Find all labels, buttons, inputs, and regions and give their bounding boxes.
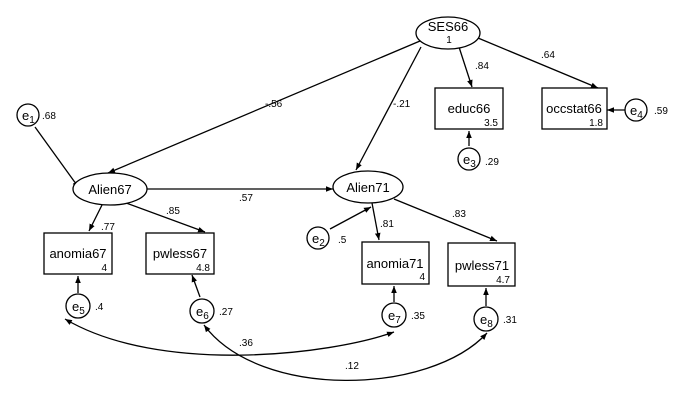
anomia71-label: anomia71 xyxy=(366,256,423,271)
e8-variance: .31 xyxy=(503,315,517,326)
observed-educ66: educ66 3.5 xyxy=(434,87,504,130)
occstat66-label: occstat66 xyxy=(546,101,602,116)
e7-variance: .35 xyxy=(411,311,425,322)
path-alien67-pwless67 xyxy=(125,202,206,233)
path-e6-pwless67 xyxy=(191,274,201,298)
error-e5: e5 .4 xyxy=(65,293,104,319)
educ66-value: 3.5 xyxy=(484,118,498,129)
pwless71-value: 4.7 xyxy=(496,275,510,286)
error-e7: e7 .35 xyxy=(381,302,425,328)
path-alien71-pwless71 xyxy=(393,198,498,242)
coef-ses66-alien71: -.21 xyxy=(393,99,411,110)
e6-variance: .27 xyxy=(219,307,233,318)
observed-anomia67: anomia67 4 xyxy=(43,232,113,275)
coef-alien71-pwless71: .83 xyxy=(452,209,466,220)
pwless71-label: pwless71 xyxy=(455,258,509,273)
path-ses66-alien67 xyxy=(107,40,421,174)
path-ses66-occstat66 xyxy=(477,37,599,89)
e4-variance: .59 xyxy=(654,106,668,117)
path-e2-alien71 xyxy=(329,206,372,230)
error-e6: e6 .27 xyxy=(189,298,233,324)
error-e2: e2 .5 xyxy=(306,226,347,250)
path-ses66-educ66 xyxy=(458,46,473,88)
e5-label: e5 xyxy=(72,299,85,317)
e6-label: e6 xyxy=(196,304,209,322)
e1-variance: .68 xyxy=(42,111,56,122)
coef-ses66-occstat66: .64 xyxy=(541,50,555,61)
e1-label: e1 xyxy=(22,108,35,126)
e8-label: e8 xyxy=(480,312,493,330)
observed-pwless71: pwless71 4.7 xyxy=(447,242,516,287)
e4-label: e4 xyxy=(630,103,643,121)
error-e1: e1 .68 xyxy=(16,103,56,127)
e2-variance: .5 xyxy=(338,235,347,246)
path-alien67-anomia67 xyxy=(88,204,103,232)
coef-ses66-alien67: -.56 xyxy=(265,99,283,110)
coef-cov-e6-e8: .12 xyxy=(345,361,359,372)
anomia71-value: 4 xyxy=(419,272,425,283)
error-e8: e8 .31 xyxy=(473,306,517,332)
coef-ses66-educ66: .84 xyxy=(475,61,489,72)
error-e3: e3 .29 xyxy=(457,147,499,171)
ses66-value: 1 xyxy=(446,35,452,46)
coef-cov-e5-e7: .36 xyxy=(239,338,253,349)
path-e1-alien67 xyxy=(34,126,80,189)
path-ses66-alien71 xyxy=(355,46,422,171)
observed-occstat66: occstat66 1.8 xyxy=(541,87,608,130)
anomia67-value: 4 xyxy=(101,263,107,274)
path-alien71-anomia71 xyxy=(371,202,381,241)
alien67-label: Alien67 xyxy=(88,182,131,197)
coef-alien71-anomia71: .81 xyxy=(380,219,394,230)
observed-anomia71: anomia71 4 xyxy=(361,241,430,285)
coef-alien67-alien71: .57 xyxy=(239,193,253,204)
pwless67-value: 4.8 xyxy=(196,263,210,274)
latent-ses66: SES66 1 xyxy=(415,16,481,50)
anomia67-label: anomia67 xyxy=(49,246,106,261)
observed-pwless67: pwless67 4.8 xyxy=(145,232,215,275)
e3-label: e3 xyxy=(463,152,476,170)
e3-variance: .29 xyxy=(485,157,499,168)
alien71-label: Alien71 xyxy=(346,180,389,195)
pwless67-label: pwless67 xyxy=(153,246,207,261)
latent-alien67: Alien67 xyxy=(72,172,148,206)
latent-alien71: Alien71 xyxy=(332,170,404,204)
covariance-e6-e8 xyxy=(203,324,488,381)
covariance-e5-e7 xyxy=(64,318,395,356)
ses66-label: SES66 xyxy=(428,19,468,34)
educ66-label: educ66 xyxy=(448,101,491,116)
e7-label: e7 xyxy=(388,308,401,326)
e2-label: e2 xyxy=(312,231,325,249)
coef-alien67-anomia67: .77 xyxy=(101,222,115,233)
error-e4: e4 .59 xyxy=(624,98,668,122)
occstat66-value: 1.8 xyxy=(589,118,603,129)
coef-alien67-pwless67: .85 xyxy=(166,206,180,217)
e5-variance: .4 xyxy=(95,302,104,313)
